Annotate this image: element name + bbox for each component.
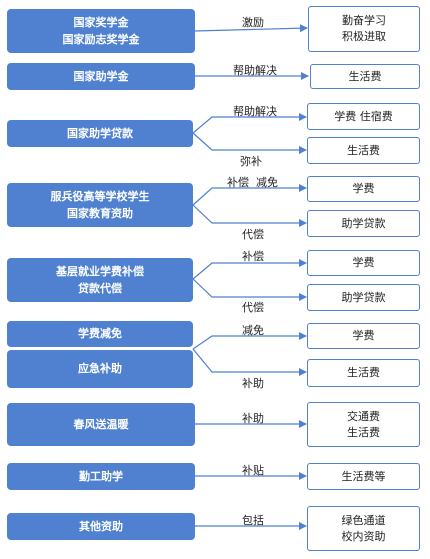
target-tuition-2: 学费 <box>307 250 420 276</box>
edge-label-encourage: 激励 <box>242 16 264 29</box>
target-student-loan-2: 助学贷款 <box>307 284 420 311</box>
source-spring-breeze-warmth: 春风送温暖 <box>7 403 195 446</box>
target-living-expenses-1: 生活费 <box>310 64 420 89</box>
target-green-channel-campus-aid: 绿色通道 校内资助 <box>307 506 420 551</box>
edge-label-include: 包括 <box>242 514 264 527</box>
edge-label-allowance: 补贴 <box>242 464 264 477</box>
edge-label-subsidy-1: 补助 <box>242 377 264 390</box>
target-tuition-accommodation: 学费 住宿费 <box>307 103 420 130</box>
target-tuition-3: 学费 <box>307 323 420 349</box>
target-transport-living: 交通费 生活费 <box>307 402 420 447</box>
edge-label-compensate-waive: 补偿 减免 <box>227 176 278 189</box>
target-living-expenses-2: 生活费 <box>307 137 420 164</box>
source-work-study: 勤工助学 <box>7 463 195 490</box>
source-national-scholarship: 国家奖学金 国家励志奖学金 <box>7 9 195 53</box>
target-study-hard: 勤奋学习 积极进取 <box>308 6 420 52</box>
source-other-aid: 其他资助 <box>7 513 195 540</box>
source-tuition-waiver: 学费减免 <box>7 321 193 347</box>
target-living-expenses-etc: 生活费等 <box>307 463 420 490</box>
source-grassroots-employment-compensation: 基层就业学费补偿 贷款代偿 <box>7 258 193 302</box>
source-national-grant: 国家助学金 <box>7 63 195 90</box>
edge-label-repay-2: 代偿 <box>242 301 264 314</box>
target-student-loan-1: 助学贷款 <box>307 210 420 237</box>
target-tuition-1: 学费 <box>307 176 420 202</box>
edge-label-subsidy-2: 补助 <box>242 412 264 425</box>
edge-label-compensate: 补偿 <box>242 250 264 263</box>
edge-label-waive: 减免 <box>242 324 264 337</box>
source-military-service-aid: 服兵役高等学校学生 国家教育资助 <box>7 183 193 227</box>
target-living-expenses-3: 生活费 <box>307 359 420 387</box>
edge-label-help-solve-2: 帮助解决 <box>233 105 277 118</box>
edge-label-repay-1: 代偿 <box>242 228 264 241</box>
edge-label-help-solve-1: 帮助解决 <box>233 64 277 77</box>
source-emergency-subsidy: 应急补助 <box>7 350 193 388</box>
source-national-student-loan: 国家助学贷款 <box>7 120 193 147</box>
edge-label-make-up: 弥补 <box>240 155 262 168</box>
